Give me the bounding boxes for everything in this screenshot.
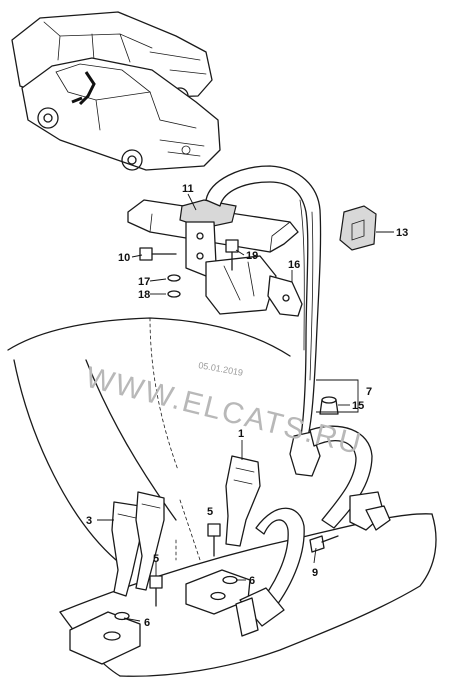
callout-6-right: 6 [249, 575, 255, 587]
callout-18: 18 [138, 289, 150, 301]
shoulder-belt-webbing [205, 165, 391, 637]
callout-6-left: 6 [144, 617, 150, 629]
callout-19: 19 [246, 250, 258, 262]
leader-lines [97, 193, 394, 622]
anchor-bracket-assembly [127, 199, 303, 317]
callout-17: 17 [138, 276, 150, 288]
callout-7: 7 [366, 386, 372, 398]
callout-3: 3 [86, 515, 92, 527]
lap-buckles-part-3 [111, 491, 165, 597]
callout-9: 9 [312, 567, 318, 579]
callout-15: 15 [352, 400, 364, 412]
callout-5-lower: 5 [153, 553, 159, 565]
callout-11: 11 [182, 183, 194, 195]
washer-part-6 [222, 575, 238, 585]
car-overview-illustration [11, 11, 221, 171]
bolts-part-5 [149, 523, 339, 607]
callout-10: 10 [118, 252, 130, 264]
callout-5-upper: 5 [207, 506, 213, 518]
centre-buckle-part-1 [225, 455, 261, 547]
part-callouts: 11 13 10 19 17 18 16 7 15 1 3 5 5 6 6 9 [86, 183, 408, 629]
callout-13: 13 [396, 227, 408, 239]
callout-1: 1 [238, 428, 244, 440]
watermark-date: 05.01.2019 [198, 360, 244, 378]
washer-part-6-second [114, 611, 130, 621]
callout-16: 16 [288, 259, 300, 271]
trim-cap-part-13 [339, 205, 377, 251]
rear-seat-outline [7, 317, 437, 677]
